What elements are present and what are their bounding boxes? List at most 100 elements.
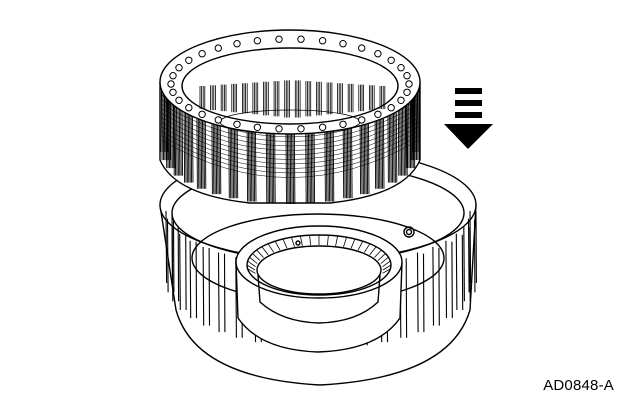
clutch-plate-edge	[193, 113, 194, 183]
clutch-plate-edge	[328, 132, 329, 202]
clutch-plate-edge	[232, 128, 233, 198]
clutch-plate-edge	[329, 132, 330, 202]
ring-hole	[319, 38, 325, 44]
clutch-plate-edge	[290, 134, 291, 204]
clutch-plate-edge	[326, 132, 327, 202]
ring-hole	[375, 111, 381, 117]
clutch-plate-edge	[236, 128, 237, 198]
clutch-plate-edge	[349, 128, 350, 198]
clutch-plate-edge	[166, 98, 167, 168]
clutch-plate-edge	[181, 106, 182, 176]
ring-hole	[215, 117, 221, 123]
clutch-plate-edge	[381, 119, 382, 189]
drum-spline-line	[464, 227, 465, 302]
drum-spline-line	[446, 241, 447, 318]
drum-spline-line	[168, 219, 169, 292]
down-arrow-icon	[444, 88, 493, 149]
clutch-plate-edge	[314, 133, 315, 203]
ring-hole	[375, 51, 381, 57]
clutch-plate-edge	[251, 132, 252, 202]
clutch-plate-edge	[307, 133, 308, 203]
clutch-plate-edge	[366, 124, 367, 194]
ring-hole	[234, 41, 240, 47]
ring-hole	[170, 89, 176, 95]
clutch-plate-edge	[237, 128, 238, 198]
ring-hole	[254, 124, 260, 130]
ring-hole	[298, 126, 304, 132]
ring-hole	[340, 121, 346, 127]
ring-hole	[186, 57, 192, 63]
ring-hole	[254, 38, 260, 44]
clutch-plate-edge	[200, 119, 201, 189]
ring-hole	[176, 65, 182, 71]
ring-hole	[404, 73, 410, 79]
drum-spline-line	[190, 241, 191, 318]
clutch-plate-edge	[364, 124, 365, 194]
drum-spline-line	[166, 211, 167, 283]
ring-hole	[359, 45, 365, 51]
ring-hole	[398, 65, 404, 71]
clutch-plate-edge	[186, 113, 187, 183]
ring-hole	[176, 97, 182, 103]
clutch-plate-edge	[378, 119, 379, 189]
clutch-plate-edge	[419, 82, 420, 152]
clutch-plate-edge	[256, 132, 257, 202]
ring-hole	[404, 89, 410, 95]
clutch-plate-edge	[177, 106, 178, 176]
drum-spline-line	[172, 227, 173, 302]
drum-spline-line	[418, 253, 419, 333]
clutch-plate-edge	[363, 124, 364, 194]
ring-hole	[170, 73, 176, 79]
ring-hole	[215, 45, 221, 51]
clutch-plate-edge	[205, 119, 206, 189]
clutch-plate-edge	[292, 134, 293, 204]
clutch-plate-pack	[160, 30, 421, 204]
clutch-plate-edge	[218, 124, 219, 194]
ring-hole	[388, 105, 394, 111]
clutch-plate-edge	[269, 133, 270, 203]
ring-hole	[186, 105, 192, 111]
ring-hole	[298, 36, 304, 42]
clutch-plate-edge	[162, 90, 163, 160]
clutch-plate-edge	[266, 133, 267, 203]
clutch-plate-edge	[394, 113, 395, 183]
clutch-plate-edge	[187, 113, 188, 183]
clutch-plate-edge	[306, 133, 307, 203]
clutch-plate-edge	[287, 134, 288, 204]
clutch-plate-edge	[230, 128, 231, 198]
clutch-plate-edge	[253, 132, 254, 202]
ring-hole	[276, 126, 282, 132]
clutch-plate-edge	[201, 119, 202, 189]
drum-spline-line	[203, 247, 204, 326]
clutch-plate-edge	[409, 98, 410, 168]
ring-hole	[234, 121, 240, 127]
clutch-plate-edge	[164, 90, 165, 160]
ring-hole	[359, 117, 365, 123]
clutch-plate-edge	[406, 98, 407, 168]
drum-spline-line	[470, 211, 471, 283]
clutch-plate-edge	[172, 98, 173, 168]
clutch-plate-edge	[182, 106, 183, 176]
clutch-plate-edge	[389, 113, 390, 183]
ring-hole	[388, 57, 394, 63]
clutch-plate-edge	[160, 82, 161, 152]
drum-spline-line	[180, 234, 181, 310]
ring-hole	[319, 124, 325, 130]
clutch-plate-edge	[220, 124, 221, 194]
clutch-plate-edge	[203, 119, 204, 189]
clutch-plate-edge	[398, 106, 399, 176]
drum-spline-line	[219, 253, 220, 333]
ring-hole	[199, 111, 205, 117]
clutch-plate-edge	[392, 113, 393, 183]
clutch-plate-edge	[403, 106, 404, 176]
clutch-plate-edge	[272, 133, 273, 203]
clutch-plate-edge	[275, 133, 276, 203]
drum-spline-line	[456, 234, 457, 310]
clutch-plate-edge	[250, 132, 251, 202]
clutch-plate-edge	[213, 124, 214, 194]
clutch-plate-edge	[170, 98, 171, 168]
clutch-plate-edge	[174, 106, 175, 176]
clutch-plate-edge	[345, 128, 346, 198]
clutch-plate-edge	[216, 124, 217, 194]
ring-hole	[398, 97, 404, 103]
